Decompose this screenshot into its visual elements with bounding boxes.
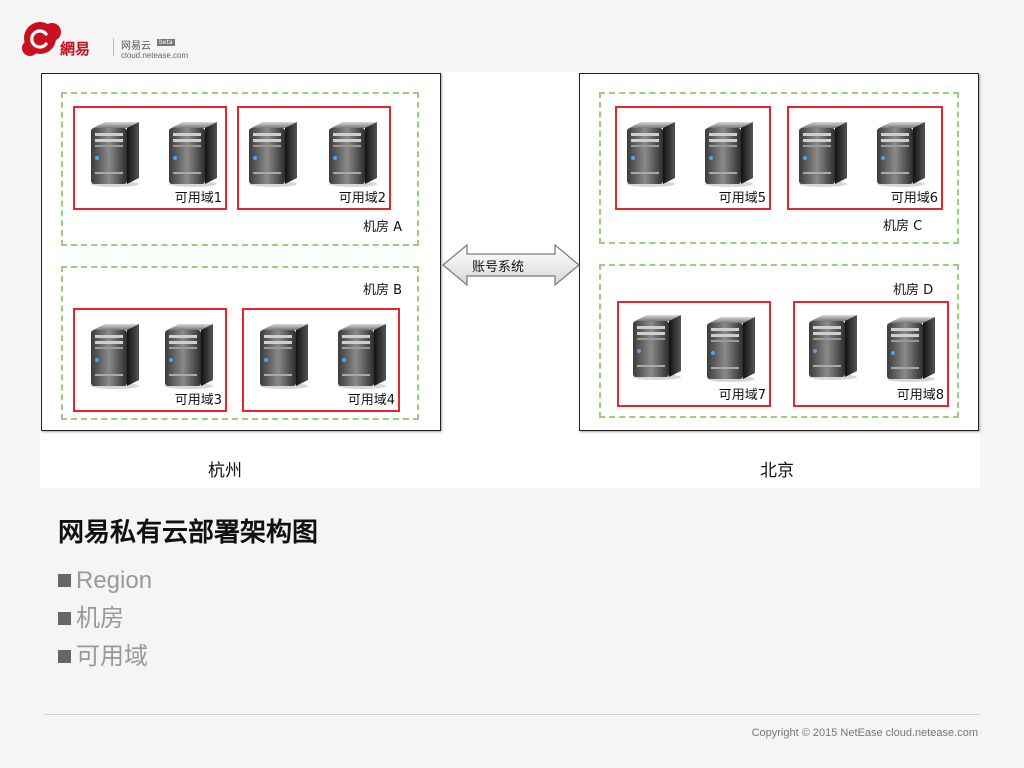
bullet-text: Region (76, 567, 152, 594)
server-icon (243, 120, 299, 188)
slide-title: 网易私有云部署架构图 (58, 512, 318, 549)
server-icon (881, 315, 937, 383)
netease-cloud-logo[interactable]: 網易 网易云 beta cloud.netease.com (20, 18, 180, 63)
zone-label: 可用域1 (175, 187, 222, 206)
square-bullet-icon (58, 574, 71, 587)
logo-brand-text: 網易 (60, 38, 90, 59)
bullet-item: 机房 (58, 603, 152, 641)
room-label: 机房 C (883, 215, 922, 234)
zone-label: 可用域6 (891, 187, 938, 206)
zone-label: 可用域2 (339, 187, 386, 206)
server-icon (627, 313, 683, 381)
bullet-item: Region (58, 565, 152, 603)
server-icon (85, 120, 141, 188)
zone-label: 可用域5 (719, 187, 766, 206)
copyright-text: Copyright © 2015 NetEase cloud.netease.c… (752, 727, 978, 739)
zone-label: 可用域4 (348, 389, 395, 408)
room-label: 机房 A (363, 216, 402, 235)
city-label-hangzhou: 杭州 (208, 456, 242, 481)
zone-1: 可用域1 (73, 106, 227, 210)
server-icon (803, 313, 859, 381)
bullet-list: Region 机房 可用域 (58, 565, 152, 679)
zone-label: 可用域3 (175, 389, 222, 408)
logo-beta-tag: beta (157, 39, 175, 46)
bullet-item: 可用域 (58, 641, 152, 679)
netease-cloud-logo-icon (20, 18, 62, 58)
zone-7: 可用域7 (617, 301, 771, 407)
server-icon (159, 322, 215, 390)
server-icon (699, 120, 755, 188)
server-icon (871, 120, 927, 188)
zone-8: 可用域8 (793, 301, 949, 407)
connector-label: 账号系统 (472, 256, 524, 275)
zone-6: 可用域6 (787, 106, 943, 210)
room-label: 机房 D (893, 279, 933, 298)
server-icon (254, 322, 310, 390)
zone-5: 可用域5 (615, 106, 771, 210)
server-icon (323, 120, 379, 188)
server-icon (85, 322, 141, 390)
zone-label: 可用域8 (897, 384, 944, 403)
room-label: 机房 B (363, 279, 402, 298)
city-label-beijing: 北京 (760, 456, 794, 481)
bullet-text: 机房 (76, 605, 124, 632)
logo-divider (113, 38, 114, 56)
square-bullet-icon (58, 612, 71, 625)
server-icon (701, 315, 757, 383)
server-icon (793, 120, 849, 188)
logo-product-name: 网易云 (121, 37, 151, 52)
bullet-text: 可用域 (76, 643, 148, 670)
server-icon (332, 322, 388, 390)
zone-3: 可用域3 (73, 308, 227, 412)
zone-2: 可用域2 (237, 106, 391, 210)
logo-domain: cloud.netease.com (121, 51, 188, 60)
zone-4: 可用域4 (242, 308, 400, 412)
server-icon (621, 120, 677, 188)
zone-label: 可用域7 (719, 384, 766, 403)
server-icon (163, 120, 219, 188)
square-bullet-icon (58, 650, 71, 663)
footer-divider (44, 714, 980, 715)
